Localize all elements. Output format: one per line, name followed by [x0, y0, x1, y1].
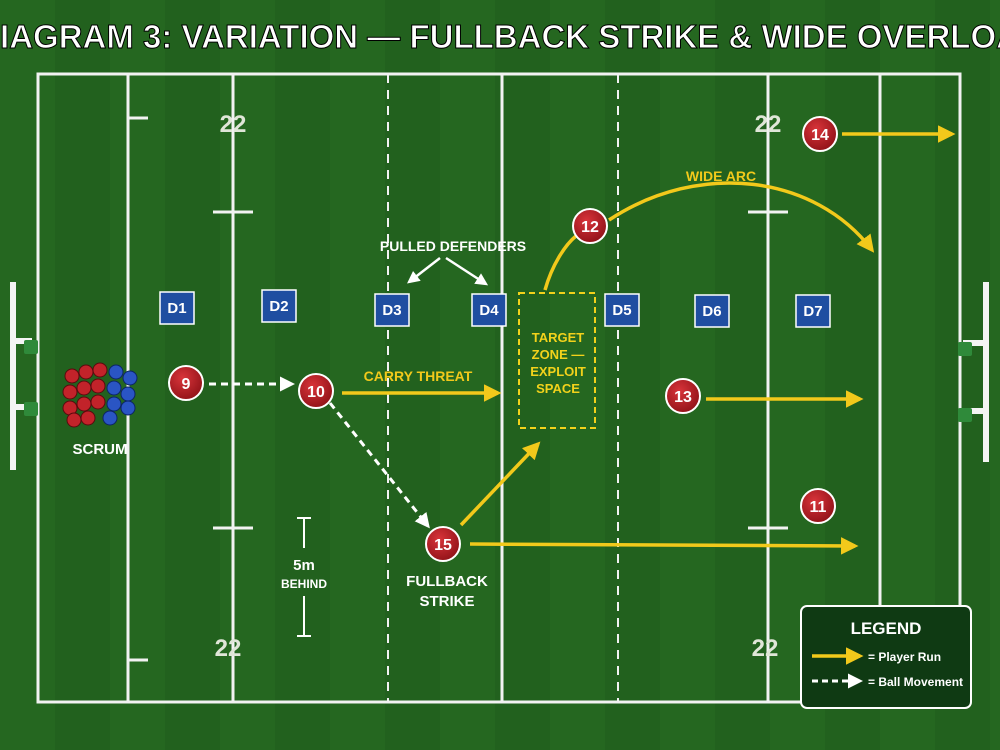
defender-d2: D2 — [261, 289, 297, 323]
player-run-lines — [342, 125, 956, 555]
label-22-top-left: 22 — [220, 111, 247, 138]
run-12-wide-arc — [608, 181, 875, 253]
scrum-label: SCRUM — [73, 441, 128, 458]
svg-text:D6: D6 — [702, 303, 721, 320]
target-zone-line-2: ZONE — — [532, 347, 585, 362]
fullback-strike-label: FULLBACK STRIKE — [406, 573, 488, 610]
goal-posts-right — [958, 282, 989, 462]
scrum-icon — [62, 362, 138, 428]
ten-metre-lines — [387, 74, 619, 702]
run-12-link — [543, 234, 578, 291]
fullback-strike-line-1: FULLBACK — [406, 573, 488, 590]
pulled-defenders-arrows — [407, 256, 489, 286]
goal-posts-left — [10, 282, 38, 470]
defender-d3: D3 — [374, 293, 410, 327]
attacker-15: 15 — [425, 526, 461, 562]
svg-text:D2: D2 — [269, 298, 288, 315]
wide-arc-label: WIDE ARC — [686, 168, 756, 184]
legend-title: LEGEND — [851, 619, 922, 638]
svg-text:13: 13 — [674, 389, 692, 406]
attacker-9: 9 — [168, 365, 204, 401]
attacker-12: 12 — [572, 208, 608, 244]
svg-text:11: 11 — [810, 499, 827, 516]
attackers: 9 10 15 12 13 11 14 — [168, 116, 838, 562]
twenty-two-labels: 22 22 22 22 — [215, 111, 782, 662]
target-zone-line-4: SPACE — [536, 381, 580, 396]
field-hashes — [128, 116, 788, 662]
svg-text:D3: D3 — [382, 302, 401, 319]
fullback-strike-line-2: STRIKE — [419, 593, 474, 610]
five-m-label: 5m — [293, 557, 315, 574]
pass-10-to-15 — [328, 402, 430, 529]
svg-text:9: 9 — [182, 376, 191, 393]
legend-player-run: = Player Run — [868, 650, 941, 664]
defender-d5: D5 — [604, 293, 640, 327]
attacker-13: 13 — [665, 378, 701, 414]
svg-text:D5: D5 — [612, 302, 631, 319]
target-zone-line-1: TARGET — [532, 330, 585, 345]
ball-movement-lines — [209, 376, 430, 529]
five-metre-marker — [297, 517, 311, 637]
diagram-title: DIAGRAM 3: VARIATION — FULLBACK STRIKE &… — [0, 18, 1000, 55]
target-zone-line-3: EXPLOIT — [530, 364, 586, 379]
run-15-to-zone — [459, 441, 541, 527]
field-boundary — [36, 72, 962, 704]
field-lines — [36, 72, 962, 704]
svg-text:D4: D4 — [479, 302, 499, 319]
svg-text:10: 10 — [307, 384, 325, 401]
target-zone — [518, 292, 596, 429]
target-zone-label: TARGET ZONE — EXPLOIT SPACE — [530, 330, 586, 396]
defender-d1: D1 — [159, 291, 195, 325]
attacker-11: 11 — [800, 488, 836, 524]
label-22-top-right: 22 — [755, 111, 782, 138]
attacker-10: 10 — [298, 373, 334, 409]
svg-text:D7: D7 — [803, 303, 822, 320]
svg-text:D1: D1 — [167, 300, 186, 317]
legend-ball-movement: = Ball Movement — [868, 675, 963, 689]
run-15-wide — [469, 537, 859, 555]
label-22-bottom-left: 22 — [215, 635, 242, 662]
defenders: D1 D2 D3 D4 D5 D6 D7 — [159, 289, 831, 328]
attacker-14: 14 — [802, 116, 838, 152]
behind-label: BEHIND — [281, 577, 327, 591]
defender-d4: D4 — [471, 293, 507, 327]
carry-threat-label: CARRY THREAT — [364, 368, 473, 384]
svg-text:12: 12 — [581, 219, 599, 236]
defender-d6: D6 — [694, 294, 730, 328]
svg-text:14: 14 — [811, 127, 829, 144]
label-22-bottom-right: 22 — [752, 635, 779, 662]
legend-panel: LEGEND = Player Run = Ball Movement — [800, 605, 972, 709]
svg-text:15: 15 — [434, 537, 452, 554]
defender-d7: D7 — [795, 294, 831, 328]
pulled-defenders-label: PULLED DEFENDERS — [380, 238, 526, 254]
